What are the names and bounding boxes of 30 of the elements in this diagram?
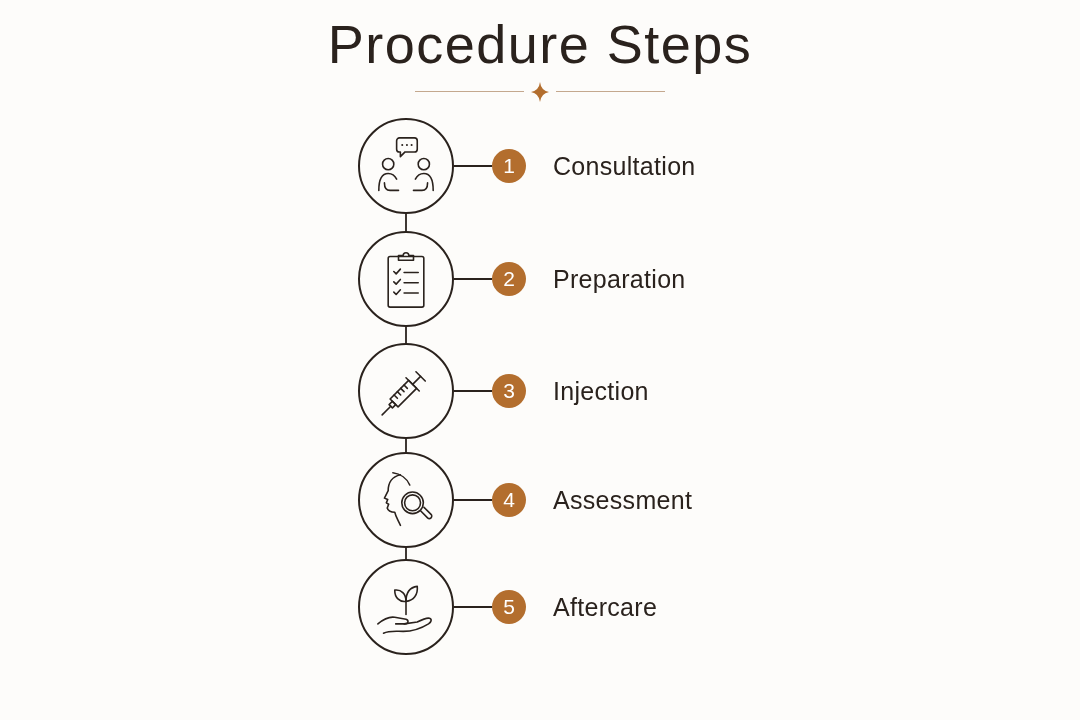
step-number: 2: [503, 267, 515, 291]
step-label: Injection: [553, 376, 649, 406]
connector-line: [405, 547, 407, 560]
step-number-badge: [492, 374, 526, 408]
connector-line: [405, 438, 407, 453]
step-label: Consultation: [553, 151, 696, 181]
step-label: Preparation: [553, 264, 686, 294]
step-number: 3: [503, 379, 515, 403]
step-icon-circle: [358, 118, 454, 214]
step-number: 1: [503, 154, 515, 178]
connector-line: [453, 499, 493, 501]
step-number: 5: [503, 595, 515, 619]
title: Procedure Steps: [326, 13, 754, 76]
connector-line: [453, 278, 493, 280]
connector-line: [405, 326, 407, 344]
step-number-badge: [492, 262, 526, 296]
step-icon-circle: [358, 559, 454, 655]
step-icon-circle: [358, 231, 454, 327]
step-number: 4: [503, 488, 515, 512]
step-number-badge: [492, 590, 526, 624]
step-label: Assessment: [553, 485, 693, 515]
connector-line: [453, 165, 493, 167]
connector-line: [453, 606, 493, 608]
connector-line: [453, 390, 493, 392]
step-icon-circle: [358, 343, 454, 439]
step-label: Aftercare: [553, 592, 658, 622]
step-icon-circle: [358, 452, 454, 548]
connector-line: [405, 213, 407, 232]
step-number-badge: [492, 149, 526, 183]
step-number-badge: [492, 483, 526, 517]
